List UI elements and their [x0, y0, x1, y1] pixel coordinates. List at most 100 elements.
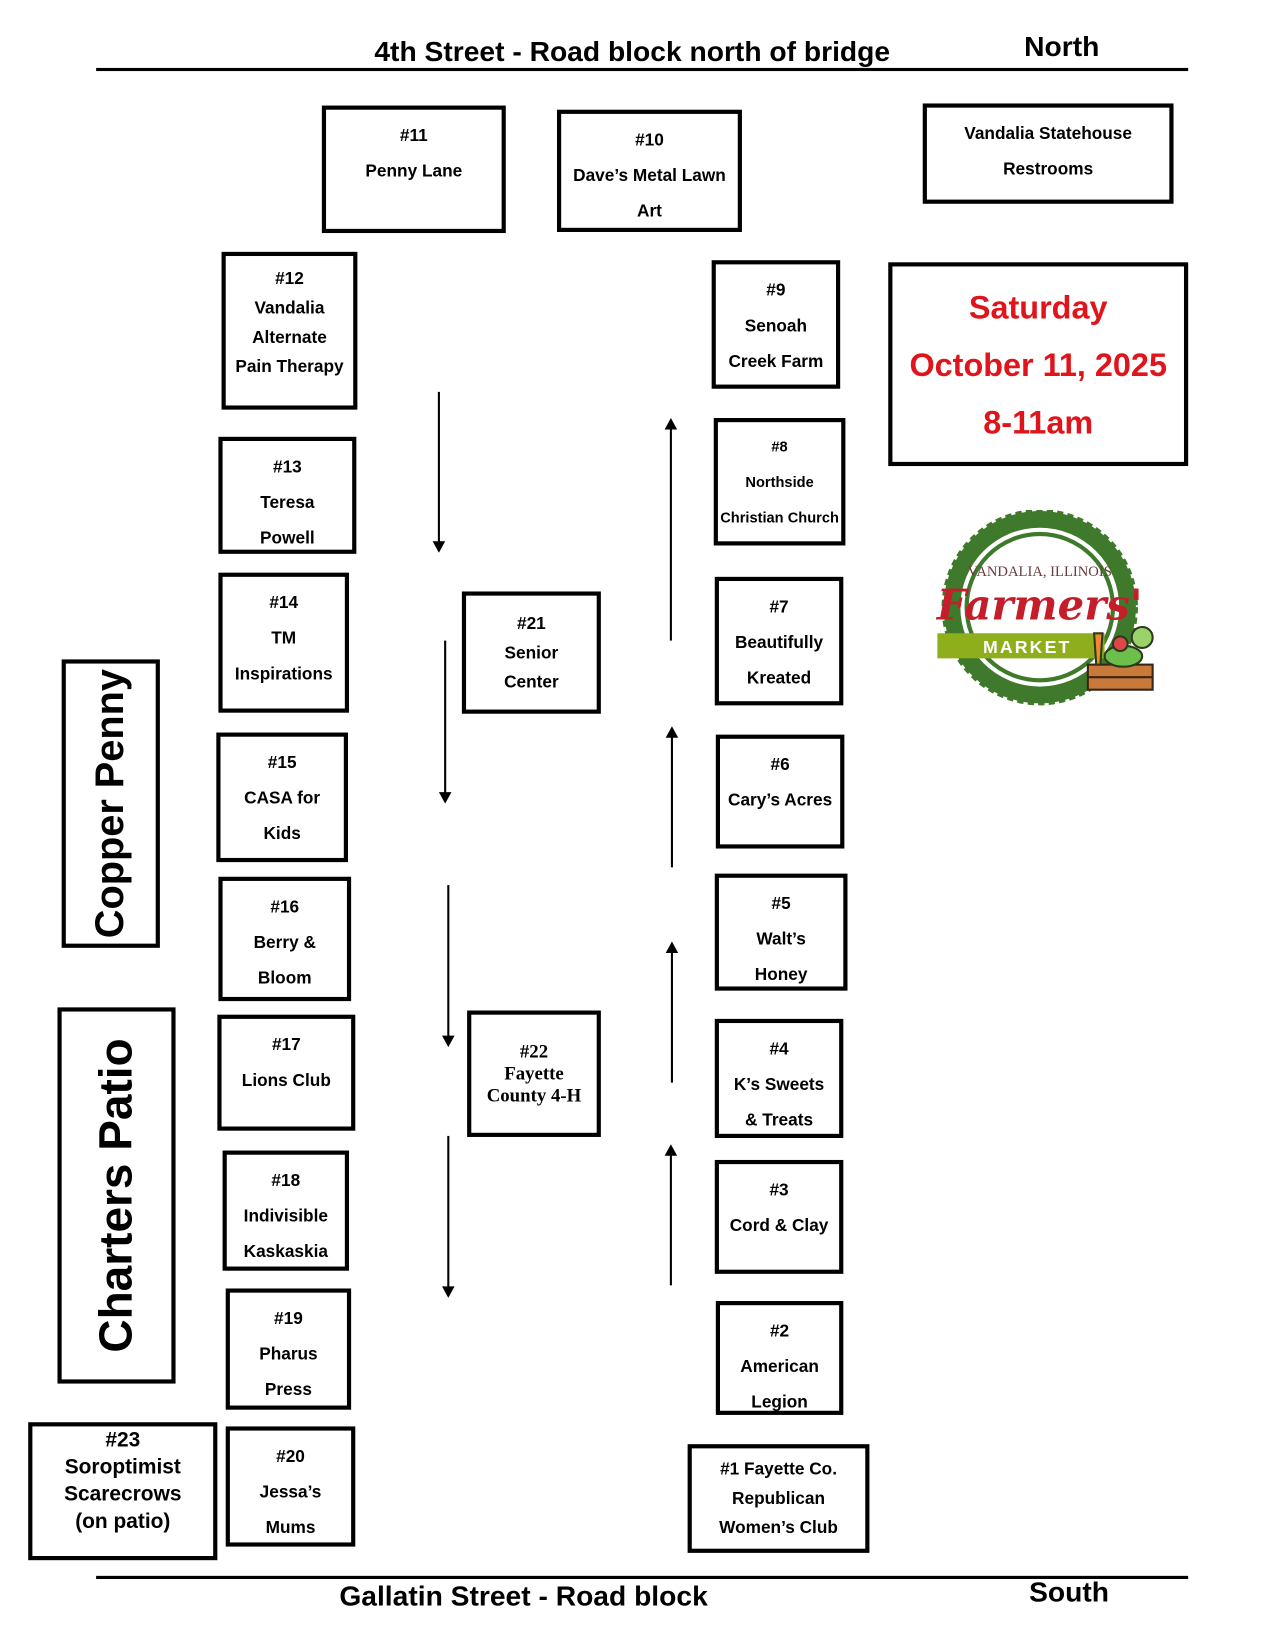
booth-name-line: Alternate	[252, 328, 327, 347]
booth-name-line: Center	[504, 672, 559, 692]
date-day: Saturday	[968, 289, 1108, 327]
booth-name-line: Cord & Clay	[729, 1216, 829, 1236]
booth-name-line: Press	[264, 1380, 312, 1400]
north-label: North	[1024, 30, 1100, 63]
booth-number: #18	[271, 1171, 301, 1191]
south-road-line	[96, 1575, 1189, 1579]
svg-text:VANDALIA, ILLINOIS: VANDALIA, ILLINOIS	[968, 564, 1112, 580]
charters-patio-area: Charters Patio	[57, 1007, 176, 1384]
date-box: Saturday October 11, 2025 8-11am	[888, 262, 1189, 467]
booth-name-line: Powell	[260, 528, 315, 548]
booth-name-line: Mums	[265, 1518, 316, 1538]
booth-name-line: Christian Church	[720, 508, 839, 526]
booth-name-line: Inspirations	[234, 664, 333, 684]
booth-number: #12	[275, 269, 304, 289]
south-street-label: Gallatin Street - Road block	[339, 1580, 708, 1612]
booth-name-line: Kaskaskia	[243, 1242, 328, 1262]
flow-arrow-up	[665, 726, 679, 868]
flow-arrow-up	[665, 941, 679, 1083]
booth-number: #16	[270, 897, 300, 917]
booth-name-line: Beautifully	[734, 633, 824, 653]
booth-name-line: Honey	[754, 965, 808, 985]
booth-number: #8	[771, 437, 788, 455]
booth-name-line: Scarecrows	[64, 1482, 182, 1506]
booth-name-line: Kreated	[746, 668, 812, 688]
booth-name-line: Penny Lane	[365, 161, 463, 181]
south-label: South	[1029, 1576, 1109, 1608]
north-street-label: 4th Street - Road block north of bridge	[374, 36, 891, 68]
date-time: 8-11am	[983, 404, 1094, 441]
booth-name-line: & Treats	[745, 1110, 814, 1130]
booth-name-line: Jessa’s	[259, 1482, 322, 1502]
booth-name-line: Pharus	[259, 1344, 318, 1364]
booth-number: #14	[269, 593, 299, 613]
booth-number: #10	[635, 130, 664, 150]
copper-penny-area: Copper Penny	[61, 659, 160, 948]
flow-arrow-down	[442, 885, 455, 1048]
booth-number: #6	[770, 755, 790, 775]
booth-number: Vandalia Statehouse	[964, 124, 1132, 144]
booth-name-line: Senoah	[744, 316, 808, 336]
booth-name-line: (on patio)	[75, 1510, 171, 1534]
booth-number: #21	[516, 613, 546, 633]
booth-name-line: Bloom	[257, 968, 312, 988]
booth-name-line: Walt’s	[756, 930, 806, 949]
booth-name-line: Senior	[504, 643, 559, 663]
flow-arrow-down	[438, 640, 452, 804]
booth-number: #11	[399, 126, 428, 146]
booth-name-line: Fayette	[504, 1062, 564, 1084]
date-date: October 11, 2025	[909, 346, 1167, 384]
booth-name-line: Lions Club	[241, 1071, 331, 1090]
booth-name-line: Teresa	[260, 493, 315, 513]
booth-number: #22	[519, 1040, 549, 1062]
booth-name-line: Creek Farm	[728, 352, 824, 371]
booth-number: #23	[105, 1428, 141, 1452]
booth-number: #3	[769, 1180, 789, 1200]
booth-name-line: K’s Sweets	[733, 1075, 825, 1095]
booth-number: #9	[766, 281, 786, 300]
booth-name-line: Northside	[745, 473, 814, 491]
booth-number: #15	[267, 753, 297, 773]
farmers-market-logo: VANDALIA, ILLINOIS Farmers' MARKET	[936, 509, 1154, 706]
booth-name-line: CASA for	[244, 788, 321, 808]
booth-name-line: Restrooms	[1003, 159, 1094, 179]
booth-name-line: Women’s Club	[719, 1518, 838, 1538]
booth-number: #17	[271, 1035, 301, 1055]
booth-name-line: Dave’s Metal Lawn	[573, 166, 726, 185]
booth-name-line: Berry &	[253, 933, 316, 952]
svg-text:MARKET: MARKET	[983, 637, 1071, 657]
booth-name-line: Pain Therapy	[235, 357, 344, 377]
booth-name-line: Kids	[263, 824, 301, 844]
flow-arrow-up	[664, 1144, 678, 1286]
booth-number: #7	[769, 597, 789, 617]
flow-arrow-up	[664, 417, 678, 641]
booth-number: #19	[274, 1309, 303, 1329]
booth-number: #1 Fayette Co.	[720, 1459, 837, 1479]
booth-name-line: Legion	[751, 1392, 808, 1412]
booth-name-line: Republican	[732, 1489, 825, 1508]
